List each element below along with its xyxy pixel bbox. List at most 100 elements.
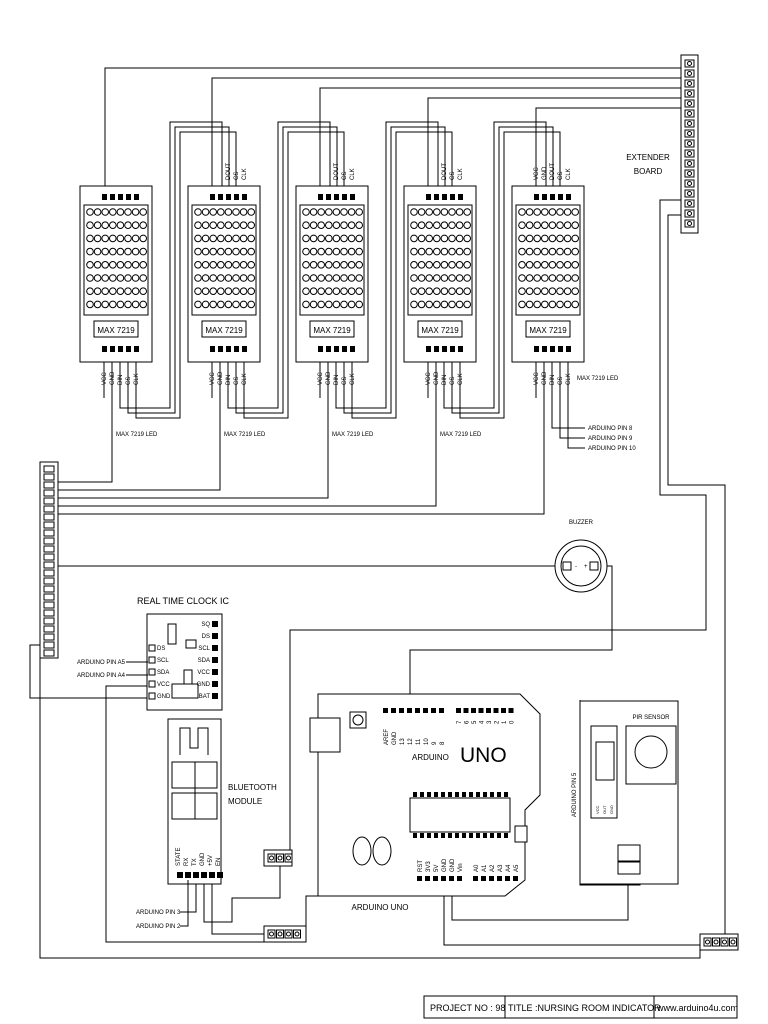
rtc-left-pin-label: GND	[157, 694, 171, 700]
header-pin-hole	[286, 855, 291, 861]
extender-pin-hole	[687, 71, 692, 76]
header-pin	[729, 937, 737, 947]
extender-pin	[684, 99, 695, 108]
bluetooth-pin-label: RX	[184, 858, 190, 866]
max7219-chip-label: MAX 7219	[313, 326, 351, 335]
mcu-pin	[476, 792, 480, 797]
arduino-header-pin	[439, 708, 444, 713]
rtc-left-pin-label: VCC	[157, 682, 170, 688]
matrix-top-pin-label: GND	[542, 166, 548, 180]
pir-title: PIR SENSOR	[632, 715, 670, 721]
matrix-bottom-pin-label: GND	[542, 371, 548, 385]
bluetooth-pin	[193, 872, 199, 878]
rtc-left-pin	[148, 644, 156, 652]
arduino-pin-a5-label: ARDUINO PIN A5	[77, 660, 126, 666]
matrix-bottom-pin-label: VCC	[534, 372, 540, 385]
rtc-right-pin	[212, 657, 218, 663]
mcu-pin	[420, 833, 424, 838]
matrix-top-pin-label: CLK	[566, 168, 572, 180]
extender-pin-hole	[687, 151, 692, 156]
arduino-header-pin	[417, 876, 422, 881]
rail-pin	[43, 545, 55, 553]
matrix-top-pin-label: DOUT	[550, 163, 556, 180]
matrix-top-pin-label: CS	[558, 172, 564, 180]
arduino-header-pin	[497, 876, 502, 881]
arduino-top-pin-label: GND	[392, 731, 398, 745]
rail-pin	[43, 593, 55, 601]
extender-pin-hole	[687, 191, 692, 196]
matrix-bottom-pin-label: CLK	[566, 373, 572, 385]
extender-pin	[684, 69, 695, 78]
matrix-bottom-pin-label: DIN	[550, 375, 556, 385]
mcu-pin	[455, 792, 459, 797]
rtc-left-pin-label: SCL	[157, 658, 169, 664]
header-pin	[284, 929, 293, 939]
matrix-bottom-pin-label: DIN	[118, 375, 124, 385]
matrix-bottom-pin-label: VCC	[210, 372, 216, 385]
matrix-bottom-pin-label: VCC	[102, 372, 108, 385]
project-number: PROJECT NO : 98	[430, 1003, 505, 1013]
arduino-header-pin	[431, 708, 436, 713]
bluetooth-label-line2: MODULE	[228, 797, 262, 806]
rail-pin	[43, 465, 55, 473]
arduino-caption: ARDUINO UNO	[352, 903, 409, 912]
mcu-pin	[504, 833, 508, 838]
arduino-header-pin	[505, 876, 510, 881]
matrix-top-pin-label: DOUT	[442, 163, 448, 180]
arduino-top-pin-label: 10	[424, 738, 430, 745]
rtc-right-pin-label: SCL	[198, 646, 210, 652]
rtc-left-pin-label: DS	[157, 646, 165, 652]
matrix-bottom-pin-label: VCC	[426, 372, 432, 385]
extender-pin-hole	[687, 131, 692, 136]
max7219-chip-label: MAX 7219	[97, 326, 135, 335]
mcu-pin	[413, 833, 417, 838]
matrix-top-pin-label: VCC	[534, 167, 540, 180]
mcu-pin	[441, 792, 445, 797]
mcu-pin	[434, 833, 438, 838]
arduino-pin-8-label: ARDUINO PIN 8	[588, 426, 633, 432]
extender-pin-hole	[687, 81, 692, 86]
title-block: PROJECT NO : 98 TITLE :NURSING ROOM INDI…	[423, 995, 738, 1019]
arduino-header-pin	[391, 708, 396, 713]
extender-pin-hole	[687, 61, 692, 66]
matrix-caption: MAX 7219 LED	[224, 432, 266, 438]
arduino-bottom-pin-label: A1	[482, 864, 488, 872]
extender-pin	[684, 89, 695, 98]
extender-pin	[684, 219, 695, 228]
extender-pin-hole	[687, 101, 692, 106]
arduino-header-pin	[441, 876, 446, 881]
rtc-left-pin	[148, 680, 156, 688]
extender-pin	[684, 109, 695, 118]
mcu-pin	[469, 833, 473, 838]
buzzer: BUZZER - +	[554, 520, 608, 593]
mcu-pin	[476, 833, 480, 838]
matrix-bottom-pin-label: CLK	[350, 373, 356, 385]
rail-pin	[43, 529, 55, 537]
matrix-bottom-pin-label: CS	[234, 377, 240, 385]
arduino-header-pin	[489, 876, 494, 881]
matrix-bottom-pin-label: CS	[450, 377, 456, 385]
arduino-header-pin	[449, 876, 454, 881]
rtc-right-pin	[212, 681, 218, 687]
matrix-top-pin-label: CLK	[350, 168, 356, 180]
max7219-chip-label: MAX 7219	[421, 326, 459, 335]
rail-pin	[43, 521, 55, 529]
matrix-top-pin-label: CS	[450, 172, 456, 180]
mcu-pin	[427, 792, 431, 797]
mcu-pin	[434, 792, 438, 797]
bluetooth-pin-label: GND	[200, 852, 206, 866]
rtc-right-pin	[212, 669, 218, 675]
header-pin	[703, 937, 712, 947]
extender-pin-hole	[687, 121, 692, 126]
extender-pin-hole	[687, 221, 692, 226]
header-pin	[293, 929, 301, 939]
bluetooth-pin	[185, 872, 191, 878]
rail-pin	[43, 649, 55, 657]
arduino-header-pin	[463, 708, 469, 713]
arduino-header-pin	[493, 708, 499, 713]
mcu-pin	[462, 833, 466, 838]
arduino-bottom-pin-label: RST	[418, 860, 424, 872]
header-pin	[284, 853, 293, 863]
website: www.arduino4u.com	[656, 1003, 738, 1013]
